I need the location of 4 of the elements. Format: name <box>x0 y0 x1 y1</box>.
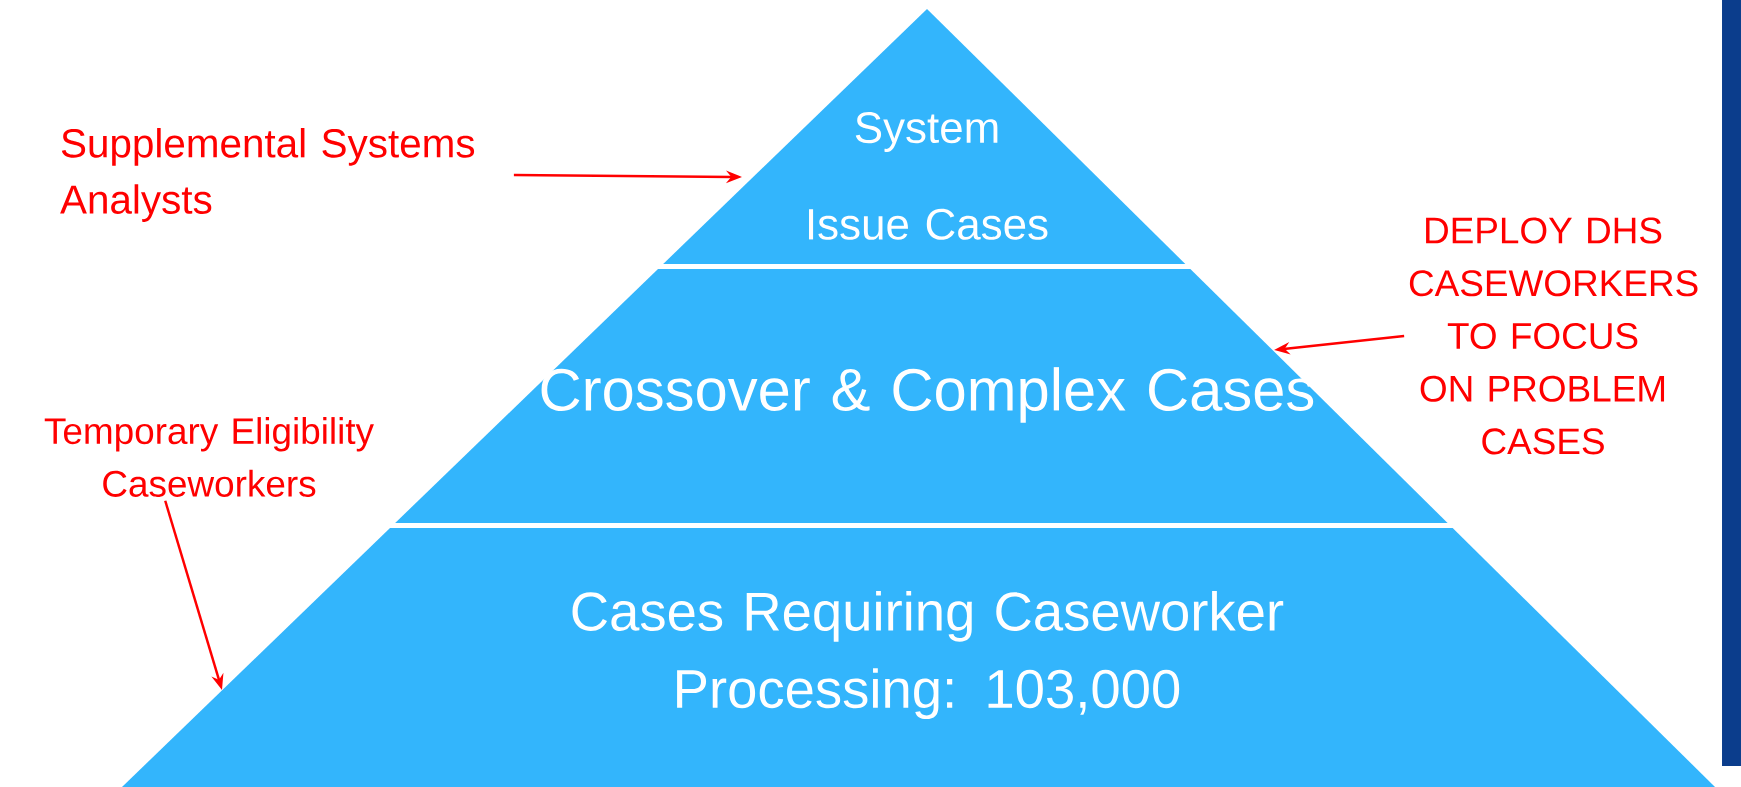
annotation-text: Supplemental Systems Analysts <box>60 128 475 222</box>
pyramid-tier: Cases Requiring Caseworker Processing: 103,000 <box>108 528 1729 787</box>
pyramid-tier: System Issue Cases <box>663 9 1186 264</box>
annotation-text: Temporary Eligibility Caseworkers <box>44 417 374 497</box>
